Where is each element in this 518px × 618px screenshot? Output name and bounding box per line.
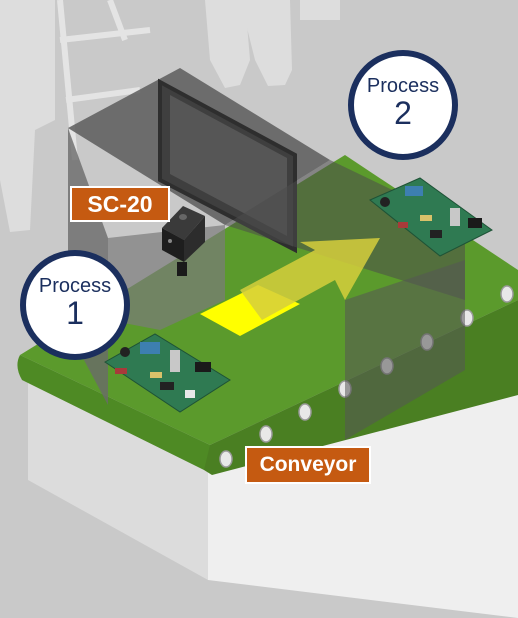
process-2-circle: Process 2 bbox=[348, 50, 458, 160]
conveyor-base-front bbox=[208, 388, 518, 618]
conveyor-label: Conveyor bbox=[245, 446, 371, 484]
circuit-board-1 bbox=[104, 333, 231, 413]
housing-front bbox=[108, 225, 225, 330]
process-2-number: 2 bbox=[394, 95, 412, 131]
background-workers bbox=[0, 0, 340, 232]
sc20-label: SC-20 bbox=[70, 186, 170, 222]
process-2-label: Process bbox=[366, 75, 440, 97]
background-shelf bbox=[57, 0, 151, 161]
direction-arrow bbox=[240, 238, 380, 320]
conveyor-base-left bbox=[28, 370, 208, 580]
overlay-top bbox=[225, 160, 465, 300]
belt-left-edge bbox=[17, 355, 210, 470]
process-1-circle: Process 1 bbox=[20, 250, 130, 360]
sc20-sensor bbox=[162, 206, 205, 276]
window-glass bbox=[170, 95, 287, 236]
circuit-board-2 bbox=[369, 177, 493, 257]
overlay-front bbox=[345, 260, 465, 440]
process-1-number: 1 bbox=[66, 295, 84, 331]
process-1-label: Process bbox=[38, 275, 112, 297]
